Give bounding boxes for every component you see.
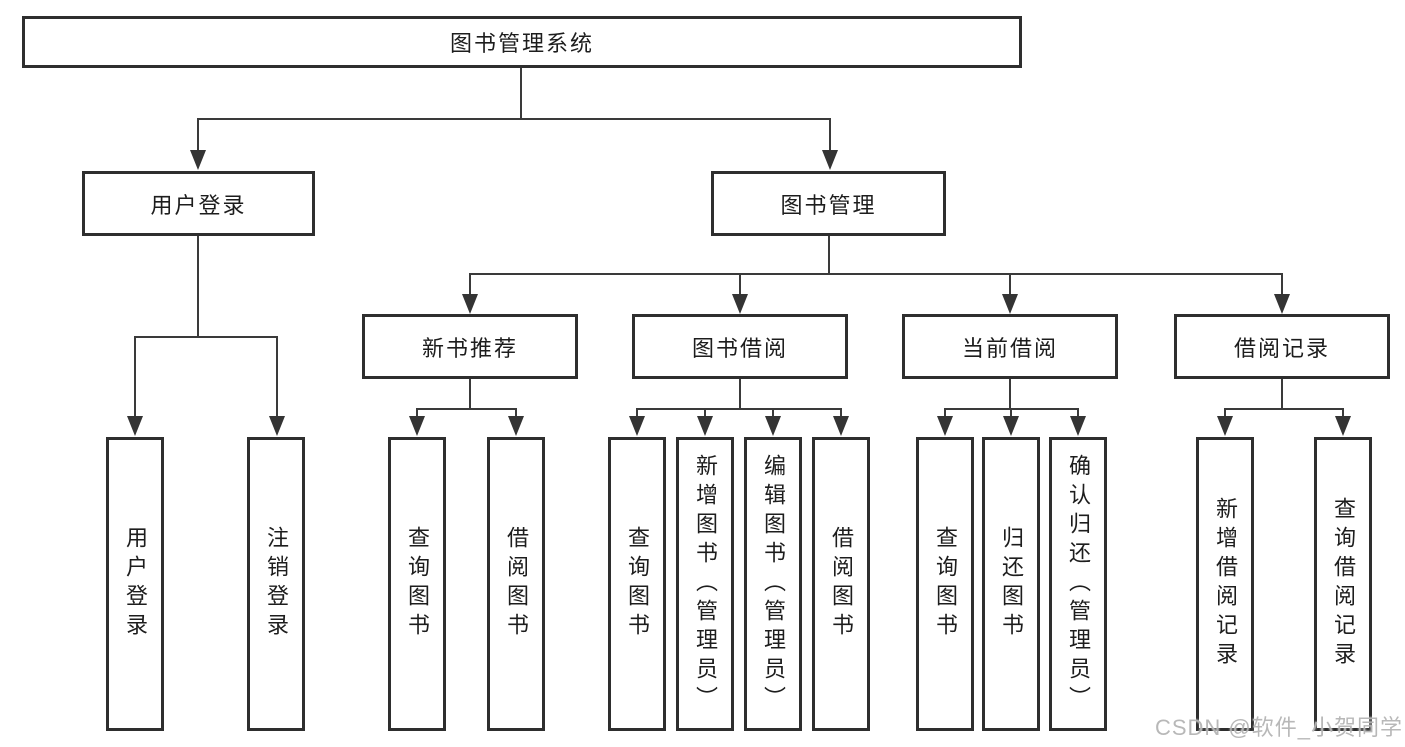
arrow-down-icon [127, 416, 143, 436]
connector-line [469, 273, 471, 297]
connector-line [1009, 273, 1011, 297]
node-user-login: 用户登录 [82, 171, 315, 236]
node-new-book-recommend-label: 新书推荐 [421, 335, 518, 361]
arrow-down-icon [1274, 294, 1290, 314]
connector-line [944, 408, 946, 418]
connector-line [1010, 408, 1012, 418]
node-borrow-book-leaf: 借阅图书 [812, 437, 870, 731]
arrow-down-icon [697, 416, 713, 436]
arrow-down-icon [269, 416, 285, 436]
connector-line [134, 336, 136, 418]
node-borrow-query-books: 查询图书 [608, 437, 666, 731]
arrow-down-icon [1003, 416, 1019, 436]
connector-line [1342, 408, 1344, 418]
arrow-down-icon [937, 416, 953, 436]
node-current-borrow-label: 当前借阅 [961, 335, 1058, 361]
connector-line [828, 236, 830, 273]
arrow-down-icon [190, 150, 206, 170]
node-recommend-borrow-books-label: 借阅图书 [504, 526, 529, 642]
node-book-borrow: 图书借阅 [632, 314, 848, 379]
node-query-borrow-record: 查询借阅记录 [1314, 437, 1372, 731]
node-borrow-records: 借阅记录 [1174, 314, 1390, 379]
node-query-borrow-record-label: 查询借阅记录 [1331, 497, 1356, 671]
arrow-down-icon [508, 416, 524, 436]
arrow-down-icon [409, 416, 425, 436]
node-recommend-borrow-books: 借阅图书 [487, 437, 545, 731]
arrow-down-icon [822, 150, 838, 170]
connector-line [416, 408, 418, 418]
node-root: 图书管理系统 [22, 16, 1022, 68]
connector-line [197, 118, 199, 152]
node-logout-leaf-label: 注销登录 [264, 526, 289, 642]
node-return-book-label: 归还图书 [999, 526, 1024, 642]
node-add-book-admin: 新增图书（管理员） [676, 437, 734, 731]
node-borrow-query-books-label: 查询图书 [625, 526, 650, 642]
node-current-borrow: 当前借阅 [902, 314, 1118, 379]
arrow-down-icon [462, 294, 478, 314]
connector-line [416, 408, 516, 410]
node-book-management: 图书管理 [711, 171, 946, 236]
connector-line [515, 408, 517, 418]
node-current-query-books-label: 查询图书 [933, 526, 958, 642]
arrow-down-icon [1217, 416, 1233, 436]
node-return-book: 归还图书 [982, 437, 1040, 731]
node-borrow-records-label: 借阅记录 [1233, 335, 1330, 361]
node-confirm-return-admin: 确认归还（管理员） [1049, 437, 1107, 731]
connector-line [469, 273, 1283, 275]
connector-line [840, 408, 842, 418]
node-user-login-leaf-label: 用户登录 [123, 526, 148, 642]
node-logout-leaf: 注销登录 [247, 437, 305, 731]
connector-line [1009, 379, 1011, 408]
connector-line [520, 68, 522, 118]
arrow-down-icon [765, 416, 781, 436]
connector-line [636, 408, 638, 418]
connector-line [134, 336, 278, 338]
connector-line [197, 118, 831, 120]
node-root-label: 图书管理系统 [449, 31, 594, 56]
arrow-down-icon [629, 416, 645, 436]
connector-line [829, 118, 831, 152]
node-borrow-book-leaf-label: 借阅图书 [829, 526, 854, 642]
node-user-login-label: 用户登录 [150, 192, 247, 218]
connector-line [1281, 379, 1283, 408]
arrow-down-icon [732, 294, 748, 314]
connector-line [1224, 408, 1226, 418]
connector-line [1077, 408, 1079, 418]
node-current-query-books: 查询图书 [916, 437, 974, 731]
connector-line [1281, 273, 1283, 297]
arrow-down-icon [1335, 416, 1351, 436]
connector-line [704, 408, 706, 418]
node-add-borrow-record-label: 新增借阅记录 [1213, 497, 1238, 671]
node-book-borrow-label: 图书借阅 [691, 335, 788, 361]
connector-line [469, 379, 471, 408]
arrow-down-icon [1070, 416, 1086, 436]
csdn-watermark: CSDN @软件_小贺同学 [1154, 715, 1403, 740]
node-add-book-admin-label: 新增图书（管理员） [693, 453, 718, 715]
connector-line [636, 408, 841, 410]
arrow-down-icon [1002, 294, 1018, 314]
connector-line [772, 408, 774, 418]
node-book-management-label: 图书管理 [780, 192, 877, 218]
node-confirm-return-admin-label: 确认归还（管理员） [1066, 453, 1091, 715]
connector-line [1224, 408, 1344, 410]
node-user-login-leaf: 用户登录 [106, 437, 164, 731]
node-edit-book-admin: 编辑图书（管理员） [744, 437, 802, 731]
connector-line [739, 379, 741, 408]
node-recommend-query-books-label: 查询图书 [405, 526, 430, 642]
node-edit-book-admin-label: 编辑图书（管理员） [761, 453, 786, 715]
node-recommend-query-books: 查询图书 [388, 437, 446, 731]
connector-line [276, 336, 278, 418]
connector-line [197, 236, 199, 336]
node-add-borrow-record: 新增借阅记录 [1196, 437, 1254, 731]
arrow-down-icon [833, 416, 849, 436]
connector-line [739, 273, 741, 297]
node-new-book-recommend: 新书推荐 [362, 314, 578, 379]
